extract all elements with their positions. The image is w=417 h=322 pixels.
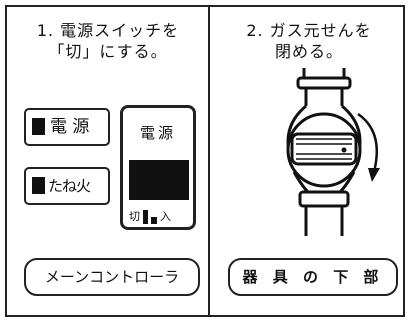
pilot-indicator-icon — [32, 177, 45, 194]
power-button-label: 電 源 — [50, 117, 90, 137]
instruction-frame — [5, 5, 405, 317]
clockwise-arrow-icon — [357, 112, 380, 182]
switch-on-label: 入 — [160, 210, 171, 223]
switch-off-label: 切 — [129, 210, 140, 223]
step2-title-line2: 閉める。 — [274, 42, 343, 61]
step2-title: 2. ガス元せんを 閉める。 — [214, 20, 404, 62]
power-switch[interactable]: 切 入 — [129, 208, 171, 224]
pilot-flame-button[interactable]: たね火 — [24, 167, 110, 205]
appliance-bottom-label: 器 具 の 下 部 — [228, 258, 398, 296]
power-button[interactable]: 電 源 — [24, 108, 110, 146]
gas-valve-icon — [286, 68, 380, 236]
step1-title: 1. 電源スイッチを 「切」にする。 — [12, 20, 204, 62]
column-divider — [208, 5, 210, 317]
power-switch-panel: 電源 切 入 — [120, 105, 196, 230]
main-controller-label: メーンコントローラ — [24, 258, 200, 296]
power-indicator-icon — [32, 118, 45, 135]
panel-title: 電源 — [139, 124, 176, 142]
switch-position-icon — [151, 217, 157, 224]
step1-title-line1: 1. 電源スイッチを — [36, 21, 180, 40]
panel-display — [129, 160, 189, 200]
step2-title-line1: 2. ガス元せんを — [246, 21, 372, 40]
lower-pipe-icon — [292, 171, 356, 236]
switch-lever-icon — [143, 210, 148, 224]
step1-title-line2: 「切」にする。 — [48, 42, 168, 61]
pilot-button-label: たね火 — [48, 177, 91, 195]
valve-handle-icon — [286, 112, 362, 188]
